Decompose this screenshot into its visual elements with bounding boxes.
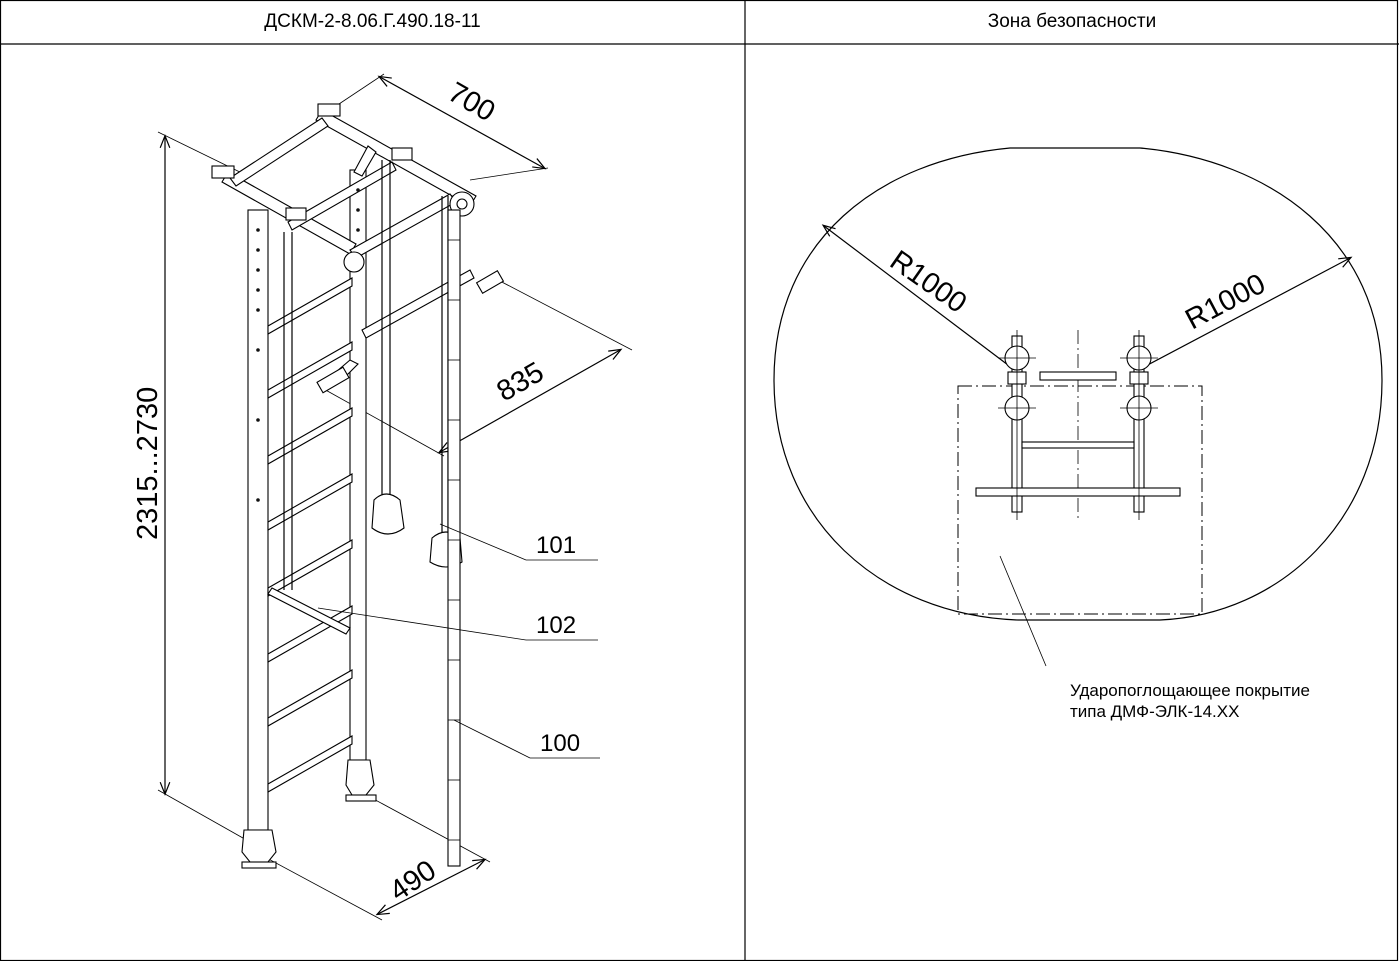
svg-text:R1000: R1000	[1180, 268, 1270, 336]
depth-value: 490	[384, 854, 442, 908]
bar-reach-value: 835	[492, 356, 550, 408]
shock-absorbing-area	[957, 385, 1203, 615]
height-dimension: 2315...2730	[132, 131, 251, 843]
safety-zone-header: Зона безопасности	[987, 11, 1157, 32]
radius-left-dimension: R1000	[821, 224, 1013, 369]
note-leader	[999, 555, 1047, 667]
safety-zone-outline	[773, 147, 1383, 621]
coating-note-line1: Ударопоглощающее покрытие	[1070, 681, 1310, 700]
rear-upright	[345, 169, 377, 802]
top-width-value: 700	[443, 76, 501, 128]
upright-holes	[256, 188, 360, 502]
callout-101: 101	[439, 523, 598, 561]
complex-plan	[975, 330, 1181, 520]
radius-right-dimension: R1000	[1141, 256, 1353, 369]
svg-text:101: 101	[536, 532, 576, 559]
safety-zone-view: R1000 R1000 Ударопогло	[773, 147, 1383, 721]
isometric-view: 2315...2730 490 700 835	[132, 73, 633, 921]
svg-text:R1000: R1000	[884, 245, 972, 320]
svg-text:102: 102	[536, 612, 576, 639]
callout-102: 102	[317, 607, 598, 641]
callout-100: 100	[453, 719, 600, 759]
bar-reach-dimension: 835	[321, 279, 633, 457]
front-upright	[241, 209, 277, 869]
coating-note-line2: типа ДМФ-ЭЛК-14.ХХ	[1070, 702, 1239, 721]
ladder-rungs	[267, 277, 353, 793]
height-value: 2315...2730	[132, 387, 164, 540]
top-frame	[211, 103, 477, 273]
svg-text:100: 100	[540, 730, 580, 757]
trapeze-bar	[267, 587, 351, 635]
drawing-code-header: ДСКМ-2-8.06.Г.490.18-11	[264, 11, 481, 32]
climbing-rope	[447, 209, 461, 867]
